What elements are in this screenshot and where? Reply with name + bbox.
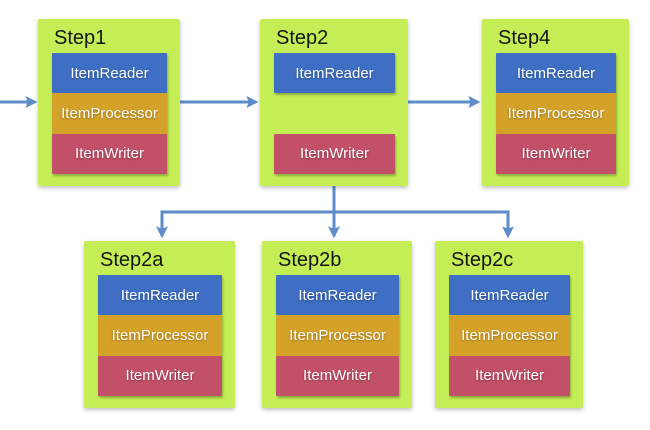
step-box-step2: Step2 ItemReader ItemWriter <box>260 19 408 186</box>
component-stack: ItemReader ItemProcessor ItemWriter <box>449 275 570 396</box>
item-processor-block: ItemProcessor <box>52 93 167 134</box>
step-box-step2c: Step2c ItemReader ItemProcessor ItemWrit… <box>435 241 583 408</box>
step-title: Step2a <box>100 249 164 271</box>
item-reader-block: ItemReader <box>449 275 570 316</box>
item-writer-block: ItemWriter <box>98 355 222 396</box>
step-box-step2b: Step2b ItemReader ItemProcessor ItemWrit… <box>262 241 412 408</box>
item-processor-block: ItemProcessor <box>449 315 570 356</box>
step-title: Step4 <box>498 27 551 49</box>
item-processor-block: ItemProcessor <box>98 315 222 356</box>
item-processor-block: ItemProcessor <box>276 315 399 356</box>
step-title: Step2 <box>276 27 329 49</box>
item-reader-block: ItemReader <box>274 53 395 94</box>
item-reader-block: ItemReader <box>52 53 167 94</box>
step-box-step4: Step4 ItemReader ItemProcessor ItemWrite… <box>482 19 629 186</box>
item-writer-block: ItemWriter <box>52 133 167 174</box>
step-box-step2a: Step2a ItemReader ItemProcessor ItemWrit… <box>84 241 235 408</box>
component-stack: ItemReader ItemProcessor ItemWriter <box>496 53 616 174</box>
item-reader-block: ItemReader <box>98 275 222 316</box>
item-reader-block: ItemReader <box>276 275 399 316</box>
item-processor-block: ItemProcessor <box>496 93 616 134</box>
component-stack: ItemReader ItemProcessor ItemWriter <box>52 53 167 174</box>
item-writer-block: ItemWriter <box>496 133 616 174</box>
item-writer-block: ItemWriter <box>276 355 399 396</box>
item-writer-block: ItemWriter <box>274 133 395 174</box>
step-title: Step1 <box>54 27 107 49</box>
item-reader-block: ItemReader <box>496 53 616 94</box>
step-title: Step2c <box>451 249 514 271</box>
component-stack: ItemReader ItemWriter <box>274 53 395 174</box>
item-writer-block: ItemWriter <box>449 355 570 396</box>
step-box-step1: Step1 ItemReader ItemProcessor ItemWrite… <box>38 19 180 186</box>
step-title: Step2b <box>278 249 342 271</box>
empty-processor-slot <box>274 93 395 133</box>
component-stack: ItemReader ItemProcessor ItemWriter <box>276 275 399 396</box>
component-stack: ItemReader ItemProcessor ItemWriter <box>98 275 222 396</box>
